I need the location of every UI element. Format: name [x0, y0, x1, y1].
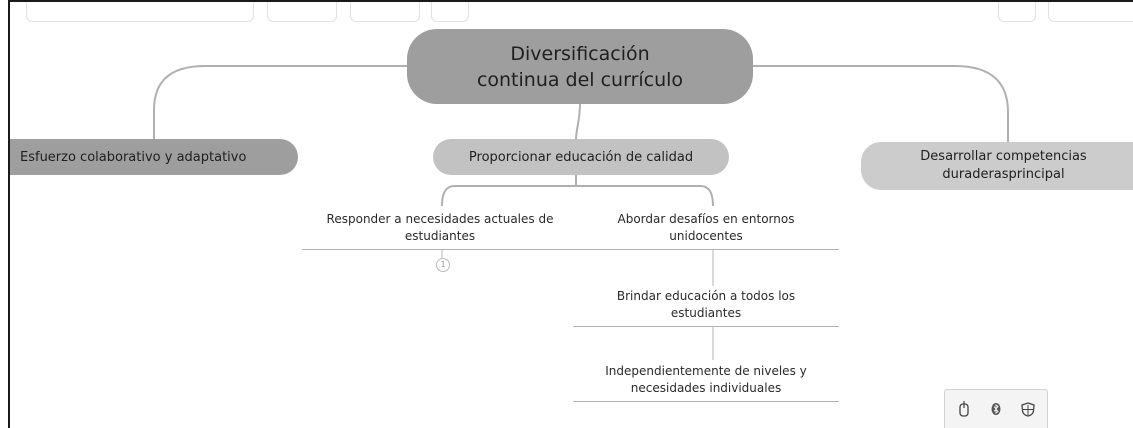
leaf-responder-line-1: Responder a necesidades actuales de [326, 212, 554, 226]
mindmap-canvas[interactable]: Diversificación continua del currículo E… [8, 0, 1133, 428]
branch-node-left[interactable]: Esfuerzo colaborativo y adaptativo [10, 139, 298, 175]
connector-root-right [753, 65, 1009, 142]
root-line-2: continua del currículo [476, 68, 684, 91]
connector-root-left [153, 65, 407, 139]
leaf-node-responder[interactable]: Responder a necesidades actuales de estu… [302, 211, 578, 250]
tray-toolbar [944, 389, 1048, 428]
connector-branch-responder [441, 185, 576, 207]
leaf-abordar-line-2: unidocentes [669, 229, 743, 243]
shield-icon[interactable] [1019, 400, 1037, 418]
leaf-brindar-line-2: estudiantes [670, 306, 742, 320]
leaf-brindar-line-1: Brindar educación a todos los [616, 289, 796, 303]
branch-node-center[interactable]: Proporcionar educación de calidad [433, 139, 729, 175]
top-toolbar-button[interactable] [350, 2, 420, 22]
branch-right-line-1: Desarrollar competencias [920, 149, 1087, 164]
leaf-node-abordar[interactable]: Abordar desafíos en entornos unidocentes [573, 211, 839, 250]
bluetooth-icon[interactable] [987, 400, 1005, 418]
leaf-node-brindar[interactable]: Brindar educación a todos los estudiante… [573, 288, 839, 327]
top-toolbar-button[interactable] [1048, 2, 1133, 22]
top-toolbar-button[interactable] [267, 2, 337, 22]
branch-left-label: Esfuerzo colaborativo y adaptativo [20, 149, 247, 165]
connector-lines [153, 65, 1009, 360]
leaf-independiente-line-1: Independientemente de niveles y [605, 364, 807, 378]
top-toolbar-button[interactable] [998, 2, 1036, 22]
mouse-icon[interactable] [955, 400, 973, 418]
connector-branch-abordar [576, 185, 714, 207]
root-node[interactable]: Diversificación continua del currículo [407, 29, 753, 104]
root-line-1: Diversificación [510, 42, 650, 65]
leaf-abordar-line-1: Abordar desafíos en entornos [617, 212, 795, 226]
branch-center-label: Proporcionar educación de calidad [468, 149, 694, 165]
branch-right-line-2: duraderasprincipal [942, 167, 1065, 182]
top-toolbar-search[interactable] [26, 2, 254, 22]
branch-node-right[interactable]: Desarrollar competencias duraderasprinci… [861, 142, 1133, 190]
leaf-responder-line-2: estudiantes [404, 229, 476, 243]
connector-root-center [575, 103, 581, 140]
top-toolbar-button[interactable] [431, 2, 469, 22]
collapsed-count-badge[interactable]: 1 [436, 258, 450, 272]
leaf-independiente-line-2: necesidades individuales [630, 381, 782, 395]
leaf-node-independiente[interactable]: Independientemente de niveles y necesida… [573, 363, 839, 402]
